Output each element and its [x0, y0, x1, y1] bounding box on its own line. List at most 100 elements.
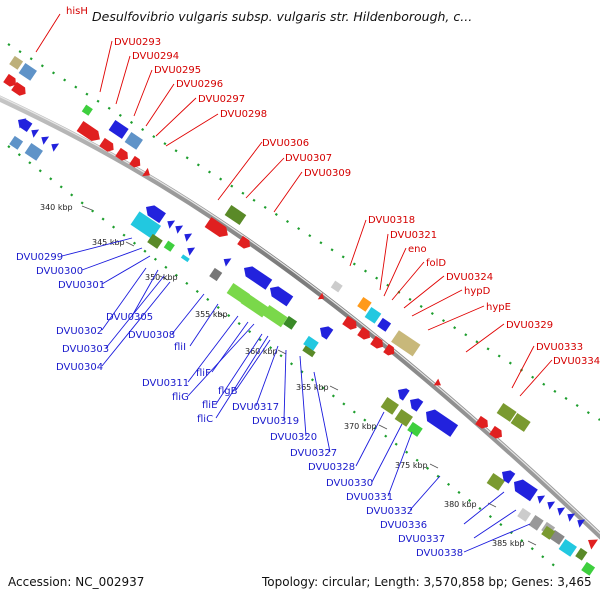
gene-feature[interactable] — [76, 121, 104, 144]
gene-feature[interactable] — [575, 516, 586, 528]
gene-feature[interactable] — [330, 280, 343, 293]
gene-feature[interactable] — [489, 425, 505, 441]
gene-label[interactable]: DVU0298 — [220, 109, 267, 120]
gene-label[interactable]: DVU0300 — [36, 266, 83, 277]
gene-feature[interactable] — [24, 143, 43, 161]
gene-feature[interactable] — [143, 202, 166, 224]
gene-label[interactable]: eno — [408, 244, 427, 255]
gene-feature[interactable] — [81, 104, 93, 116]
gene-feature[interactable] — [237, 235, 253, 251]
gene-label[interactable]: DVU0333 — [536, 342, 583, 353]
gene-label[interactable]: DVU0297 — [198, 94, 245, 105]
gene-feature[interactable] — [18, 63, 37, 81]
gene-feature[interactable] — [558, 539, 577, 557]
gene-feature[interactable] — [165, 217, 176, 229]
gene-label[interactable]: folD — [426, 258, 446, 269]
gene-feature[interactable] — [163, 240, 175, 252]
gene-label[interactable]: DVU0334 — [553, 356, 600, 367]
gene-feature[interactable] — [575, 547, 588, 561]
gene-label[interactable]: fliG — [172, 392, 189, 403]
gene-feature[interactable] — [555, 504, 566, 516]
gene-label[interactable]: fliI — [174, 342, 186, 353]
gene-feature[interactable] — [129, 155, 143, 170]
gene-label[interactable]: hypD — [464, 286, 491, 297]
gene-feature[interactable] — [407, 395, 424, 412]
gene-feature[interactable] — [15, 115, 33, 133]
gene-feature[interactable] — [317, 323, 334, 340]
gene-feature[interactable] — [499, 467, 516, 484]
gene-feature[interactable] — [317, 292, 327, 302]
gene-label[interactable]: DVU0324 — [446, 272, 493, 283]
gene-feature[interactable] — [303, 335, 319, 351]
gene-feature[interactable] — [147, 233, 163, 249]
gene-label[interactable]: DVU0318 — [368, 215, 415, 226]
gene-label[interactable]: DVU0321 — [390, 230, 437, 241]
gene-feature[interactable] — [173, 222, 184, 234]
gene-feature[interactable] — [433, 378, 443, 389]
gene-feature[interactable] — [357, 326, 373, 342]
gene-feature[interactable] — [262, 305, 288, 328]
gene-label[interactable]: fliC — [197, 414, 213, 425]
gene-label[interactable]: DVU0328 — [308, 462, 355, 473]
gene-label[interactable]: DVU0338 — [416, 548, 463, 559]
gene-feature[interactable] — [357, 297, 372, 312]
gene-label[interactable]: DVU0307 — [285, 153, 332, 164]
gene-label[interactable]: hisH — [66, 6, 88, 17]
gene-feature[interactable] — [130, 211, 162, 240]
gene-feature[interactable] — [302, 345, 316, 358]
gene-feature[interactable] — [394, 409, 413, 427]
gene-label[interactable]: DVU0299 — [16, 252, 63, 263]
gene-feature[interactable] — [528, 515, 544, 531]
gene-label[interactable]: DVU0309 — [304, 168, 351, 179]
gene-feature[interactable] — [383, 343, 397, 358]
gene-label[interactable]: fliE — [202, 400, 217, 411]
gene-feature[interactable] — [29, 126, 40, 138]
gene-label[interactable]: hypE — [486, 302, 511, 313]
gene-feature[interactable] — [99, 137, 116, 154]
gene-label[interactable]: DVU0296 — [176, 79, 223, 90]
gene-feature[interactable] — [9, 55, 24, 70]
gene-label[interactable]: DVU0311 — [142, 378, 189, 389]
gene-feature[interactable] — [182, 230, 193, 242]
gene-label[interactable]: DVU0329 — [506, 320, 553, 331]
gene-feature[interactable] — [185, 244, 196, 256]
gene-label[interactable]: DVU0301 — [58, 280, 105, 291]
gene-feature[interactable] — [391, 330, 421, 357]
gene-feature[interactable] — [224, 205, 247, 226]
gene-feature[interactable] — [380, 397, 399, 415]
gene-feature[interactable] — [496, 403, 517, 422]
gene-label[interactable]: DVU0332 — [366, 506, 413, 517]
gene-feature[interactable] — [407, 421, 423, 437]
gene-feature[interactable] — [475, 415, 491, 431]
gene-label[interactable]: DVU0294 — [132, 51, 179, 62]
gene-feature[interactable] — [124, 132, 143, 150]
gene-feature[interactable] — [364, 307, 382, 324]
gene-feature[interactable] — [9, 135, 24, 150]
gene-feature[interactable] — [240, 293, 269, 318]
gene-label[interactable]: DVU0293 — [114, 37, 161, 48]
gene-label[interactable]: flgB — [218, 386, 238, 397]
gene-label[interactable]: DVU0303 — [62, 344, 109, 355]
gene-feature[interactable] — [585, 535, 598, 550]
gene-feature[interactable] — [395, 385, 410, 401]
gene-label[interactable]: DVU0302 — [56, 326, 103, 337]
gene-feature[interactable] — [545, 498, 556, 510]
gene-feature[interactable] — [49, 140, 60, 152]
gene-feature[interactable] — [241, 263, 273, 290]
gene-label[interactable]: DVU0337 — [398, 534, 445, 545]
gene-feature[interactable] — [108, 120, 129, 139]
gene-label[interactable]: DVU0327 — [290, 448, 337, 459]
gene-feature[interactable] — [541, 525, 556, 540]
gene-label[interactable]: DVU0336 — [380, 520, 427, 531]
gene-feature[interactable] — [115, 147, 131, 163]
gene-feature[interactable] — [204, 217, 232, 240]
gene-label[interactable]: DVU0330 — [326, 478, 373, 489]
gene-label[interactable]: DVU0306 — [262, 138, 309, 149]
gene-label[interactable]: DVU0331 — [346, 492, 393, 503]
gene-feature[interactable] — [377, 317, 392, 332]
gene-label[interactable]: DVU0305 — [106, 312, 153, 323]
gene-feature[interactable] — [510, 476, 538, 502]
gene-feature[interactable] — [3, 73, 19, 89]
gene-feature[interactable] — [209, 267, 223, 282]
